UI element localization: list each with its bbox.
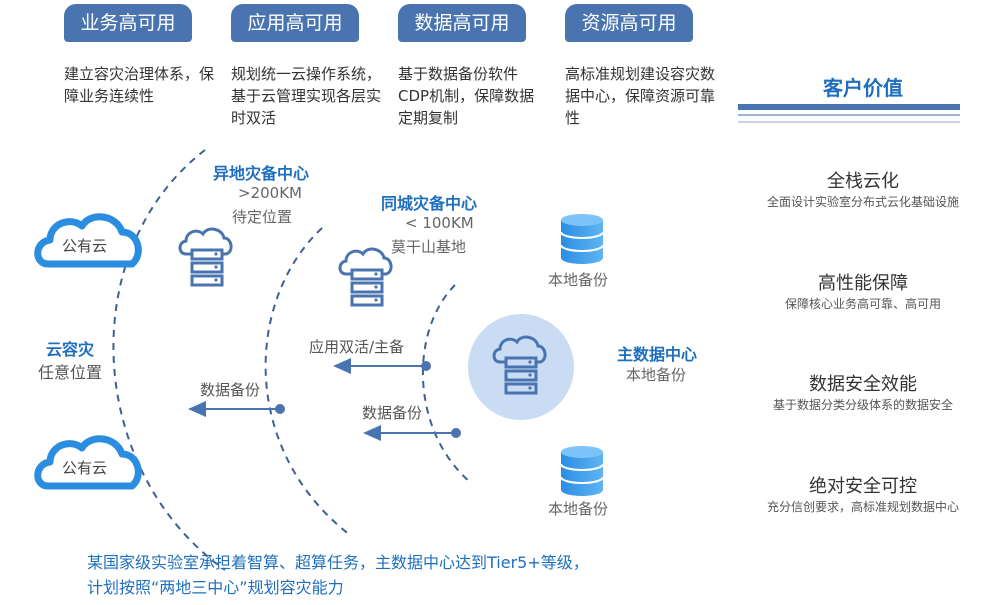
arrow-app-label: 应用双活/主备 [309, 338, 405, 356]
value-item-sub: 保障核心业务高可靠、高可用 [784, 297, 941, 311]
customer-value-bar [738, 104, 960, 110]
remote-dc-arc [264, 227, 351, 536]
desc-resource-ha: 高标准规划建设容灾数据中心，保障资源可靠性 [565, 65, 716, 127]
main-dc-subtitle: 本地备份 [626, 366, 687, 384]
remote-dc-distance: >200KM [238, 184, 302, 202]
tab-data-ha: 数据高可用 [398, 4, 526, 42]
remote-dc-title: 异地灾备中心 [213, 164, 310, 183]
value-item-sub: 基于数据分类分级体系的数据安全 [772, 398, 953, 412]
customer-value-title: 客户价值 [823, 76, 903, 100]
remote-dc-location: 待定位置 [232, 208, 293, 226]
arrow-data-backup-2-label: 数据备份 [200, 381, 261, 399]
same-city-dc-location: 莫干山基地 [391, 238, 467, 256]
cloud-dr-title: 云容灾 [46, 340, 95, 359]
public-cloud-label-top: 公有云 [62, 237, 108, 255]
public-cloud-label-bottom: 公有云 [62, 459, 108, 477]
arrow-data-backup-1-dot [451, 428, 461, 438]
desc-application-ha: 规划统一云操作系统，基于云管理实现各层实时双活 [231, 65, 382, 127]
cloud-dr-arc [112, 149, 226, 571]
desc-data-ha: 基于数据备份软件CDP机制，保障数据定期复制 [398, 65, 535, 127]
tab-business-ha: 业务高可用 [64, 4, 192, 42]
same-city-dc-distance: < 100KM [405, 214, 474, 232]
desc-business-ha: 建立容灾治理体系，保障业务连续性 [64, 65, 215, 105]
arrow-data-backup-1-label: 数据备份 [362, 404, 423, 422]
arrow-app-dot [421, 361, 431, 371]
tab-resource-ha: 资源高可用 [565, 4, 693, 42]
bottom-caption-line1: 某国家级实验室承担着智算、超算任务，主数据中心达到Tier5+等级， [87, 553, 589, 572]
value-item-title: 高性能保障 [818, 273, 908, 294]
same-city-dc-title: 同城灾备中心 [381, 194, 478, 213]
main-dc-server-icon [492, 335, 547, 395]
same-city-arc [422, 284, 471, 483]
tab-application-ha: 应用高可用 [231, 4, 359, 42]
cloud-dr-sub: 任意位置 [38, 363, 103, 382]
local-backup-label-bottom: 本地备份 [548, 500, 609, 518]
main-dc-title: 主数据中心 [617, 345, 698, 364]
value-item-title: 数据安全效能 [809, 374, 917, 395]
arrow-data-backup-2-dot [275, 404, 285, 414]
public-cloud-icon [34, 213, 142, 268]
bottom-caption-line2: 计划按照“两地三中心”规划容灾能力 [87, 578, 344, 597]
value-item-title: 绝对安全可控 [809, 476, 917, 497]
value-item-sub: 充分信创要求，高标准规划数据中心 [766, 500, 959, 514]
database-icon-2 [560, 446, 604, 496]
value-item-sub: 全面设计实验室分布式云化基础设施 [766, 195, 959, 209]
local-backup-label-top: 本地备份 [548, 271, 609, 289]
value-item-title: 全栈云化 [827, 171, 899, 192]
same-city-server-icon [338, 247, 393, 307]
remote-dc-server-icon [178, 227, 233, 287]
public-cloud-icon-2 [34, 435, 142, 490]
database-icon [560, 214, 604, 264]
